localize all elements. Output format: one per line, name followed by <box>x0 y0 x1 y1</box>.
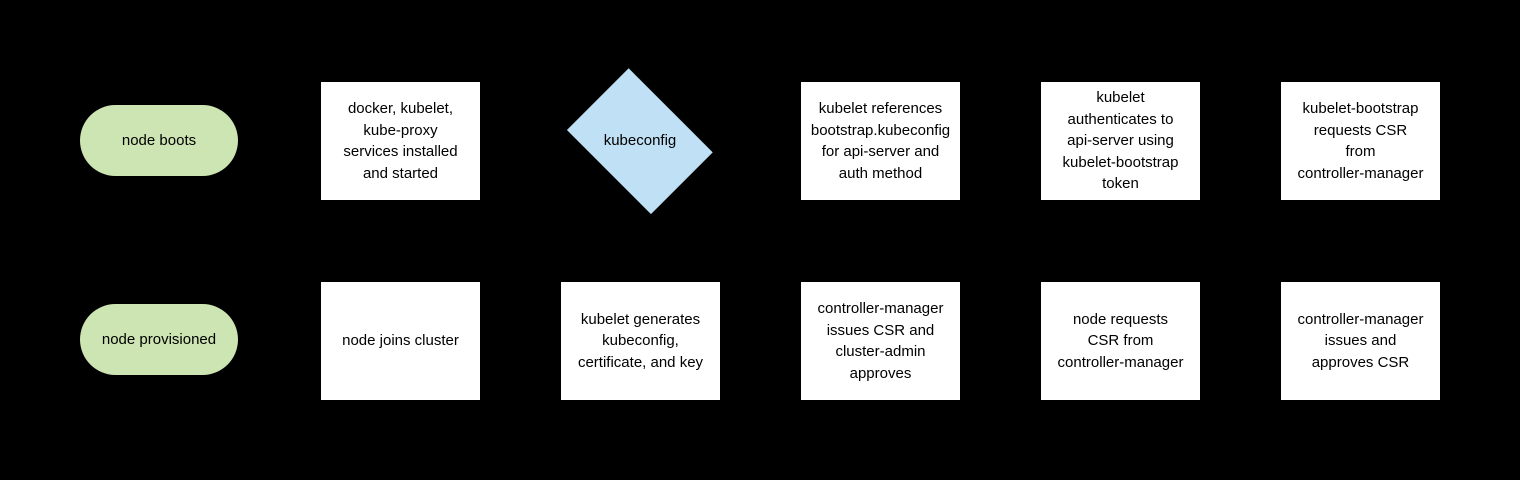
flow-node-label-kubelet-bootstrap-requests-csr: kubelet-bootstrap requests CSR from cont… <box>1297 100 1424 182</box>
flow-node-label-node-requests-csr: node requests CSR from controller-manage… <box>1057 310 1184 371</box>
flow-node-kubelet-generates-kubeconfig[interactable]: kubelet generates kubeconfig, certificat… <box>561 282 720 400</box>
flow-node-label-node-joins-cluster: node joins cluster <box>342 332 459 350</box>
flow-node-label-kubelet-generates-kubeconfig: kubelet generates kubeconfig, certificat… <box>577 310 704 371</box>
flow-node-node-joins-cluster[interactable]: node joins cluster <box>321 282 480 400</box>
flow-node-node-provisioned[interactable]: node provisioned <box>80 304 238 375</box>
flow-node-services-installed[interactable]: docker, kubelet, kube-proxy services ins… <box>321 82 480 200</box>
flow-node-node-requests-csr[interactable]: node requests CSR from controller-manage… <box>1041 282 1200 400</box>
flow-node-kubelet-bootstrap-requests-csr[interactable]: kubelet-bootstrap requests CSR from cont… <box>1281 82 1440 200</box>
flow-node-label-kubeconfig-decision: kubeconfig <box>603 132 677 150</box>
flow-node-kubelet-authenticates[interactable]: kubelet authenticates to api-server usin… <box>1041 82 1200 200</box>
flow-node-label-services-installed: docker, kubelet, kube-proxy services ins… <box>343 100 458 182</box>
flow-node-label-kubelet-authenticates: kubelet authenticates to api-server usin… <box>1062 89 1179 193</box>
flow-node-label-kubelet-references-bootstrap: kubelet references bootstrap.kubeconfig … <box>810 100 951 182</box>
flow-node-controller-manager-issues-csr[interactable]: controller-manager issues CSR and cluste… <box>801 282 960 400</box>
flow-node-label-node-boots: node boots <box>121 131 197 149</box>
flow-node-kubelet-references-bootstrap[interactable]: kubelet references bootstrap.kubeconfig … <box>801 82 960 200</box>
flow-node-node-boots[interactable]: node boots <box>80 105 238 176</box>
flow-node-label-controller-manager-issues-csr: controller-manager issues CSR and cluste… <box>817 300 944 382</box>
flow-node-controller-manager-approves-csr[interactable]: controller-manager issues and approves C… <box>1281 282 1440 400</box>
flow-node-label-controller-manager-approves-csr: controller-manager issues and approves C… <box>1297 310 1424 371</box>
flow-node-kubeconfig-decision[interactable]: kubeconfig <box>560 68 720 214</box>
flow-node-label-node-provisioned: node provisioned <box>101 330 217 348</box>
